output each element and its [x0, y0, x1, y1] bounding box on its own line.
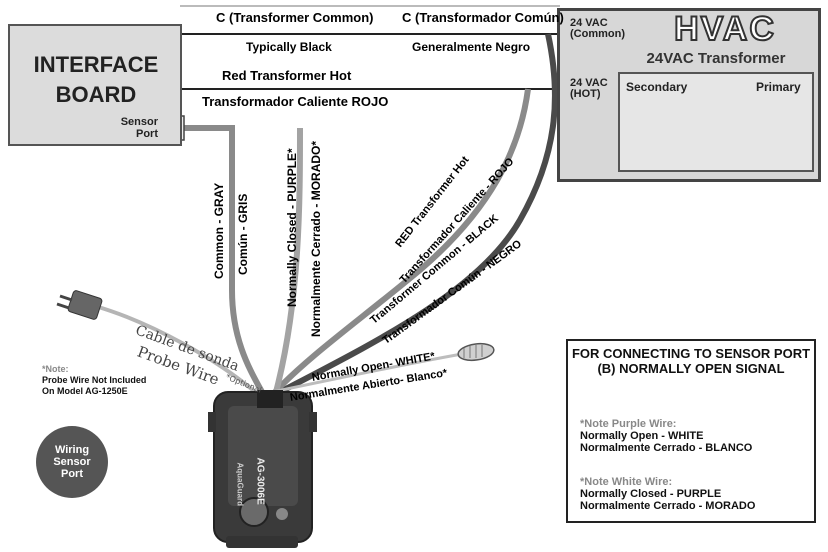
- white-wire-note: *Note White Wire: Normally Closed - PURP…: [580, 476, 755, 512]
- nc-purple-label: Normally Closed - PURPLE*: [285, 148, 299, 307]
- secondary-label: Secondary: [626, 80, 688, 94]
- sensor-port-label: Sensor Port: [108, 116, 158, 140]
- probe-wire: [94, 304, 264, 400]
- hvac-common-line1: 24 VAC: [570, 17, 608, 29]
- transformer-title: 24VAC Transformer: [646, 50, 786, 67]
- interface-title-line1: INTERFACE: [33, 52, 159, 77]
- probe-plug-icon: [56, 290, 103, 320]
- sensor-port-line2: Port: [136, 128, 158, 140]
- wiring-badge: [36, 426, 108, 498]
- hvac-common-label: 24 VAC (Common): [570, 18, 625, 40]
- primary-label: Primary: [756, 80, 801, 94]
- white-note-title: *Note White Wire:: [580, 476, 673, 488]
- device-brand-label: AquaGuard: [235, 462, 245, 507]
- black-common-wire: [278, 33, 558, 395]
- white-note-line1: Normally Closed - PURPLE: [580, 488, 722, 500]
- note-box-heading: FOR CONNECTING TO SENSOR PORT (B) NORMAL…: [570, 346, 812, 376]
- purple-wire-note: *Note Purple Wire: Normally Open - WHITE…: [580, 418, 752, 454]
- red-hot-label-es: Transformador Caliente ROJO: [202, 94, 389, 109]
- badge-line2: Sensor: [53, 456, 91, 468]
- sensor-device: [208, 390, 317, 548]
- comun-gris-label: Común - GRIS: [236, 193, 250, 275]
- white-note-line2: Normalmente Cerrado - MORADO: [580, 500, 756, 512]
- red-hot-label-en: Red Transformer Hot: [222, 68, 352, 83]
- black-label-en: Typically Black: [246, 40, 332, 54]
- device-model-label: AG-3006E: [254, 457, 266, 505]
- red-hot-wire: [272, 88, 531, 395]
- white-no-wire: [271, 352, 463, 394]
- badge-line1: Wiring: [54, 444, 90, 456]
- probe-note-title: *Note:: [42, 364, 69, 374]
- common-wire-label-en: C (Transformer Common): [216, 10, 374, 25]
- purple-note-title: *Note Purple Wire:: [580, 418, 677, 430]
- hvac-hot-label: 24 VAC (HOT): [570, 78, 608, 100]
- hvac-hot-line2: (HOT): [570, 88, 601, 100]
- gray-common-wire: [180, 125, 265, 394]
- probe-note-line2: On Model AG-1250E: [42, 386, 128, 396]
- nc-morado-label: Normalmente Cerrado - MORADO*: [309, 140, 323, 337]
- wire-nut-icon: [457, 342, 495, 362]
- common-gray-label: Common - GRAY: [212, 182, 226, 279]
- wiring-badge-text: Wiring Sensor Port: [36, 444, 108, 480]
- hvac-title: HVAC: [673, 9, 776, 49]
- purple-nc-wire: [273, 127, 303, 393]
- badge-line3: Port: [61, 468, 83, 480]
- common-wire-label-es: C (Transformador Común): [402, 10, 564, 25]
- interface-title-line2: BOARD: [55, 82, 137, 107]
- hvac-hot-line1: 24 VAC: [570, 77, 608, 89]
- transformer-box: [618, 72, 814, 172]
- probe-note-line1: Probe Wire Not Included: [42, 375, 147, 385]
- interface-board: [8, 24, 182, 146]
- note-heading-line2: (B) NORMALLY OPEN SIGNAL: [597, 361, 785, 376]
- sensor-port-line1: Sensor: [120, 116, 158, 128]
- purple-note-line1: Normally Open - WHITE: [580, 430, 704, 442]
- black-label-es: Generalmente Negro: [412, 40, 531, 54]
- probe-note: *Note: Probe Wire Not Included On Model …: [42, 364, 146, 397]
- interface-board-title: INTERFACE BOARD: [10, 50, 182, 110]
- purple-note-line2: Normalmente Cerrado - BLANCO: [580, 442, 753, 454]
- note-heading-line1: FOR CONNECTING TO SENSOR PORT: [571, 346, 811, 361]
- hvac-common-line2: (Common): [570, 28, 625, 40]
- note-box: [566, 339, 816, 523]
